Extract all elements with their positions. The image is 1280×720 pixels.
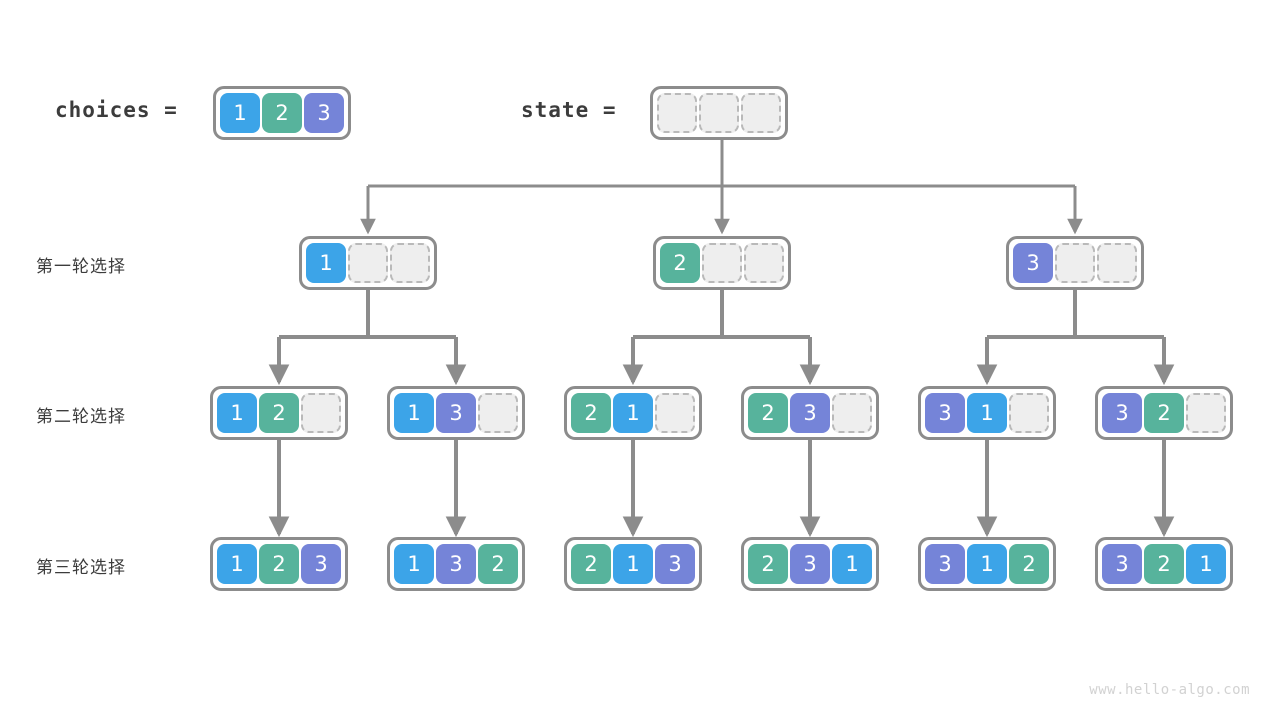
level-2-node-3-cell-empty — [655, 393, 695, 433]
watermark: www.hello-algo.com — [1089, 682, 1250, 698]
level-3-node-2-cell-1: 1 — [394, 544, 434, 584]
row-label-level-1: 第一轮选择 — [36, 257, 126, 277]
level-2-node-3-cell-1: 1 — [613, 393, 653, 433]
level-1-node-3: 3 — [1006, 236, 1144, 290]
level-3-node-5-cell-3: 3 — [925, 544, 965, 584]
level-3-node-6-cell-1: 1 — [1186, 544, 1226, 584]
level-2-node-2-cell-empty — [478, 393, 518, 433]
level-3-node-4-cell-3: 3 — [790, 544, 830, 584]
state-cell-empty — [741, 93, 781, 133]
level-1-node-2-cell-empty — [702, 243, 742, 283]
level-3-node-1-cell-2: 2 — [259, 544, 299, 584]
level-2-node-6-cell-3: 3 — [1102, 393, 1142, 433]
level-2-node-4-cell-2: 2 — [748, 393, 788, 433]
link-level1-1-to-level2 — [268, 288, 467, 386]
link-level1-3-to-level2 — [976, 288, 1175, 386]
level-2-node-5-cell-empty — [1009, 393, 1049, 433]
level-3-node-3-cell-3: 3 — [655, 544, 695, 584]
level-3-node-2-cell-2: 2 — [478, 544, 518, 584]
level-1-node-3-cell-empty — [1097, 243, 1137, 283]
choices-cell-3: 3 — [304, 93, 344, 133]
level-3-node-5-cell-2: 2 — [1009, 544, 1049, 584]
row-label-level-3: 第三轮选择 — [36, 558, 126, 578]
state-cell-empty — [699, 93, 739, 133]
choices-cell-2: 2 — [262, 93, 302, 133]
level-3-node-3-cell-1: 1 — [613, 544, 653, 584]
link-level2-to-level3 — [268, 438, 1175, 538]
level-1-node-2: 2 — [653, 236, 791, 290]
state-array — [650, 86, 788, 140]
link-level1-2-to-level2 — [622, 288, 821, 386]
level-1-node-2-cell-2: 2 — [660, 243, 700, 283]
row-label-level-2: 第二轮选择 — [36, 407, 126, 427]
level-2-node-2-cell-1: 1 — [394, 393, 434, 433]
choices-cell-1: 1 — [220, 93, 260, 133]
level-2-node-1-cell-1: 1 — [217, 393, 257, 433]
link-root-to-level1 — [360, 184, 1083, 235]
level-2-node-5-cell-1: 1 — [967, 393, 1007, 433]
state-cell-empty — [657, 93, 697, 133]
level-1-node-2-cell-empty — [744, 243, 784, 283]
level-2-node-2-cell-3: 3 — [436, 393, 476, 433]
level-2-node-4-cell-3: 3 — [790, 393, 830, 433]
level-2-node-3-cell-2: 2 — [571, 393, 611, 433]
choices-label: choices = — [55, 98, 178, 122]
level-1-node-1: 1 — [299, 236, 437, 290]
level-2-node-4-cell-empty — [832, 393, 872, 433]
level-2-node-1-cell-empty — [301, 393, 341, 433]
level-3-node-4-cell-1: 1 — [832, 544, 872, 584]
state-label: state = — [521, 98, 617, 122]
level-3-node-5-cell-1: 1 — [967, 544, 1007, 584]
level-3-node-3-cell-2: 2 — [571, 544, 611, 584]
level-1-node-1-cell-empty — [390, 243, 430, 283]
level-1-node-1-cell-empty — [348, 243, 388, 283]
level-1-node-3-cell-3: 3 — [1013, 243, 1053, 283]
level-3-node-2-cell-3: 3 — [436, 544, 476, 584]
level-3-node-6-cell-2: 2 — [1144, 544, 1184, 584]
level-3-node-1-cell-1: 1 — [217, 544, 257, 584]
level-2-node-1-cell-2: 2 — [259, 393, 299, 433]
level-3-node-4-cell-2: 2 — [748, 544, 788, 584]
level-2-node-6-cell-2: 2 — [1144, 393, 1184, 433]
level-3-node-1-cell-3: 3 — [301, 544, 341, 584]
level-1-node-3-cell-empty — [1055, 243, 1095, 283]
level-3-node-6-cell-3: 3 — [1102, 544, 1142, 584]
level-2-node-5-cell-3: 3 — [925, 393, 965, 433]
level-1-node-1-cell-1: 1 — [306, 243, 346, 283]
level-2-node-6-cell-empty — [1186, 393, 1226, 433]
